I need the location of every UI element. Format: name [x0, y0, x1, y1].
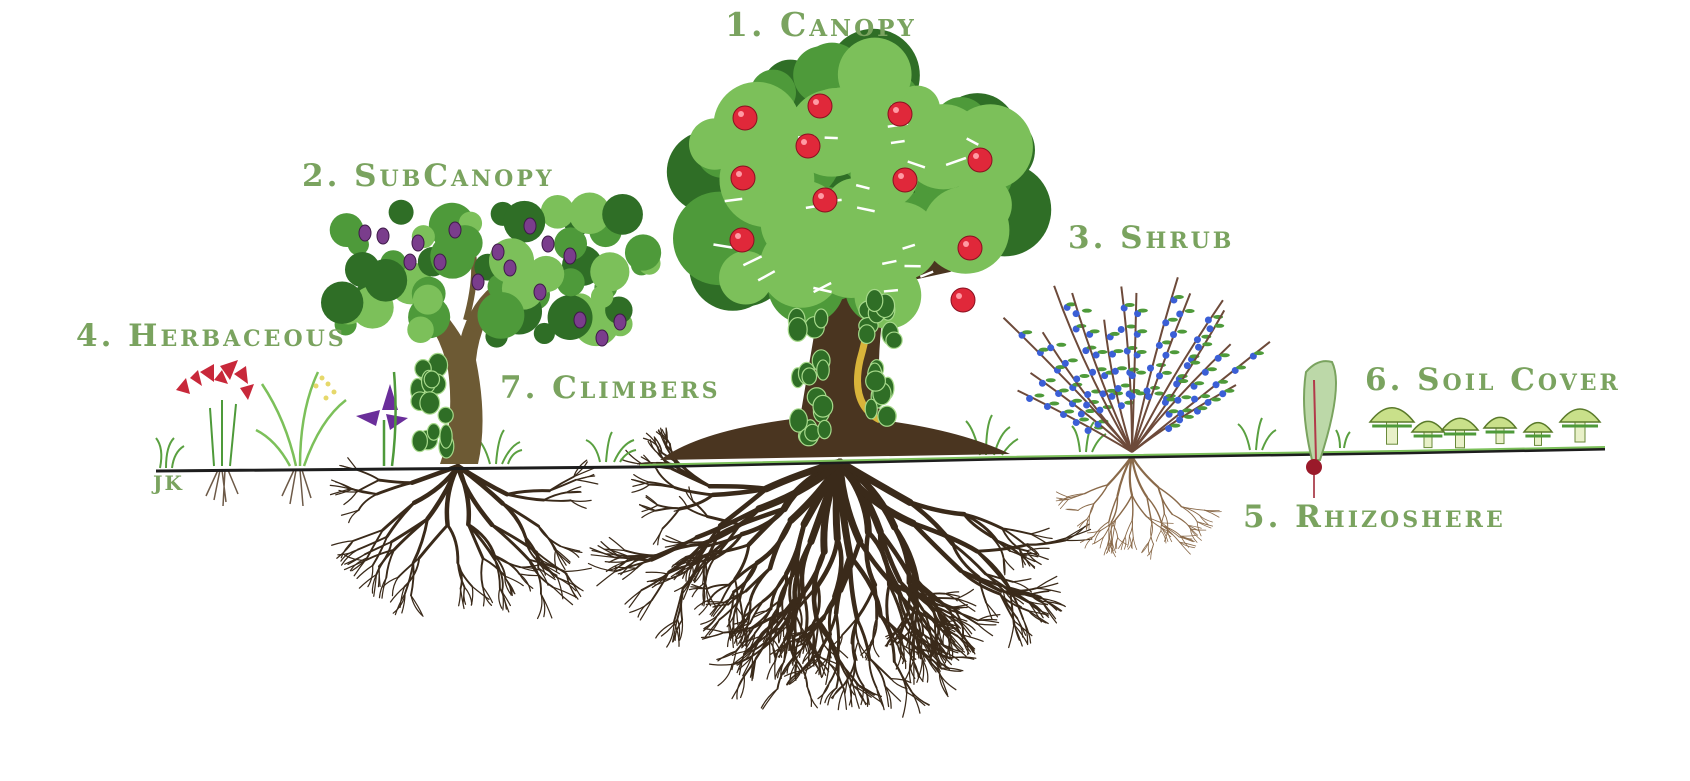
canopy-foliage: [666, 28, 1052, 329]
ground-line: [155, 447, 1606, 473]
shrub-label: 3. Shrub: [1068, 220, 1235, 256]
mushroom-icon: [1368, 407, 1602, 449]
climber-vines: [409, 288, 903, 459]
climbers-label: 7. Climbers: [500, 370, 721, 406]
herb-roots: [205, 469, 312, 507]
subcanopy-foliage: [321, 192, 662, 348]
soil-cover-label: 6. Soil Cover: [1365, 362, 1621, 398]
canopy-roots: [587, 427, 1093, 718]
canopy-trunk-mound: [660, 217, 1010, 460]
rhizosphere-label: 5. Rhizoshere: [1243, 499, 1506, 535]
berry-shrub: [1002, 276, 1271, 453]
subcanopy-label: 2. SubCanopy: [302, 158, 555, 194]
subcanopy-roots: [329, 457, 599, 620]
herbaceous-label: 4. Herbaceous: [76, 318, 347, 354]
canopy-label: 1. Canopy: [725, 5, 917, 44]
artist-signature: JK: [153, 471, 184, 495]
shrub-roots: [1055, 454, 1222, 560]
grass-tufts: [155, 414, 1351, 469]
flowering-herb-icon: [176, 360, 408, 467]
root-vegetable-icon: [1303, 360, 1337, 498]
